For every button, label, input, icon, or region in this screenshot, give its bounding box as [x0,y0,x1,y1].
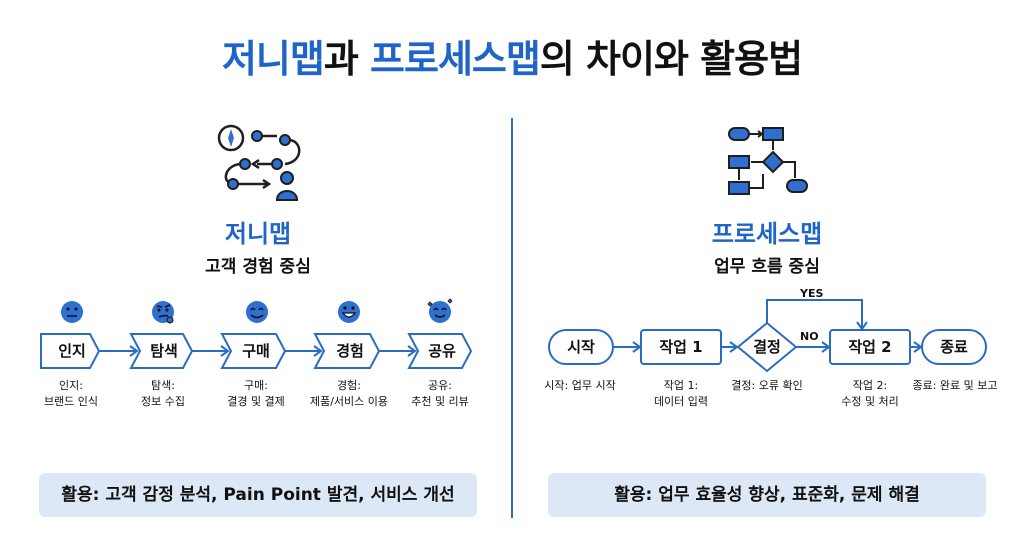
journey-arrow-1-head [129,345,139,357]
journey-step-desc: 인지: 브랜드 인식 [16,378,126,410]
process-desc-line2: 수정 및 처리 [841,395,899,408]
process-map-heading: 프로세스맵 [711,220,823,248]
journey-step-desc: 탐색: 정보 수집 [108,378,218,410]
journey-desc-line1: 인지: [59,379,83,392]
process-map-subheading: 업무 흐름 중심 [714,257,820,277]
journey-desc-line2: 브랜드 인식 [43,395,99,408]
journey-map-heading: 저니맵 [224,220,292,248]
journey-desc-line1: 탐색: [151,379,175,392]
process-map-icon [727,124,811,204]
journey-step-4-shape [313,333,381,369]
process-desc-line2: 데이터 입력 [653,395,709,408]
journey-step-desc: 구매: 결경 및 결제 [201,378,311,410]
journey-step-name: 공유 [428,342,456,360]
journey-map-subheading: 고객 경험 중심 [205,257,311,277]
journey-desc-line2: 추천 및 리뷰 [411,395,469,408]
title-process-map: 프로세스맵 [370,37,541,81]
journey-desc-line1: 경험: [337,379,361,392]
process-desc-line1: 작업 1: [663,379,699,392]
journey-desc-line2: 제품/서비스 이용 [309,395,389,408]
process-desc-line1: 작업 2: [852,379,888,392]
process-end-desc: 종료: 완료 및 보고 [912,379,998,392]
journey-step-5-shape [407,333,473,369]
process-yes-label: YES [800,287,824,300]
journey-step-name: 구매 [242,342,270,360]
journey-arrow-2-head [220,345,230,357]
title-rest: 의 차이와 활용법 [539,37,803,81]
journey-map-icon [215,122,305,208]
process-end-label: 종료 [940,338,968,356]
process-decision-desc: 결정: 오류 확인 [731,379,803,392]
process-start-desc: 시작: 업무 시작 [544,379,616,392]
journey-desc-line1: 구매: [244,379,268,392]
journey-step-desc: 경험: 제품/서비스 이용 [294,378,404,410]
process-decision-label: 결정 [753,338,781,356]
journey-step-desc: 공유: 추천 및 리뷰 [385,378,495,410]
journey-step-2-shape [129,333,194,369]
process-task2-label: 작업 2 [848,338,892,356]
journey-step-name: 탐색 [150,342,178,360]
page-title: 저니맵과 프로세스맵의 차이와 활용법 [0,28,1024,83]
journey-usage-box: 활용: 고객 감정 분석, Pain Point 발견, 서비스 개선 [39,473,477,517]
thinking-face-icon [152,301,174,324]
title-connector: 과 [323,37,371,81]
journey-step-name: 인지 [58,342,86,360]
process-no-label: NO [800,330,819,343]
title-journey-map: 저니맵 [221,37,325,81]
journey-step-1-shape [40,333,101,369]
journey-desc-line2: 결경 및 결제 [227,395,285,408]
process-arrow-yes [766,299,863,328]
journey-arrow-3-head [313,345,323,357]
process-start-label: 시작 [567,338,595,356]
journey-desc-line2: 정보 수집 [141,395,185,408]
journey-arrow-4-head [407,345,417,357]
process-task2-desc: 작업 2: 수정 및 처리 [815,378,925,410]
journey-desc-line1: 공유: [428,379,452,392]
process-usage-box: 활용: 업무 효율성 향상, 표준화, 문제 해결 [548,473,986,517]
journey-step-name: 경험 [336,342,364,360]
center-divider [511,118,513,518]
neutral-face-icon [61,301,83,323]
grinning-face-icon [338,301,360,323]
process-task1-desc: 작업 1: 데이터 입력 [626,378,736,410]
process-decision-shape [736,321,798,373]
smiling-face-icon [246,301,268,323]
smiling-hearts-face-icon [427,298,453,323]
process-task1-label: 작업 1 [659,338,703,356]
journey-step-3-shape [220,333,287,369]
